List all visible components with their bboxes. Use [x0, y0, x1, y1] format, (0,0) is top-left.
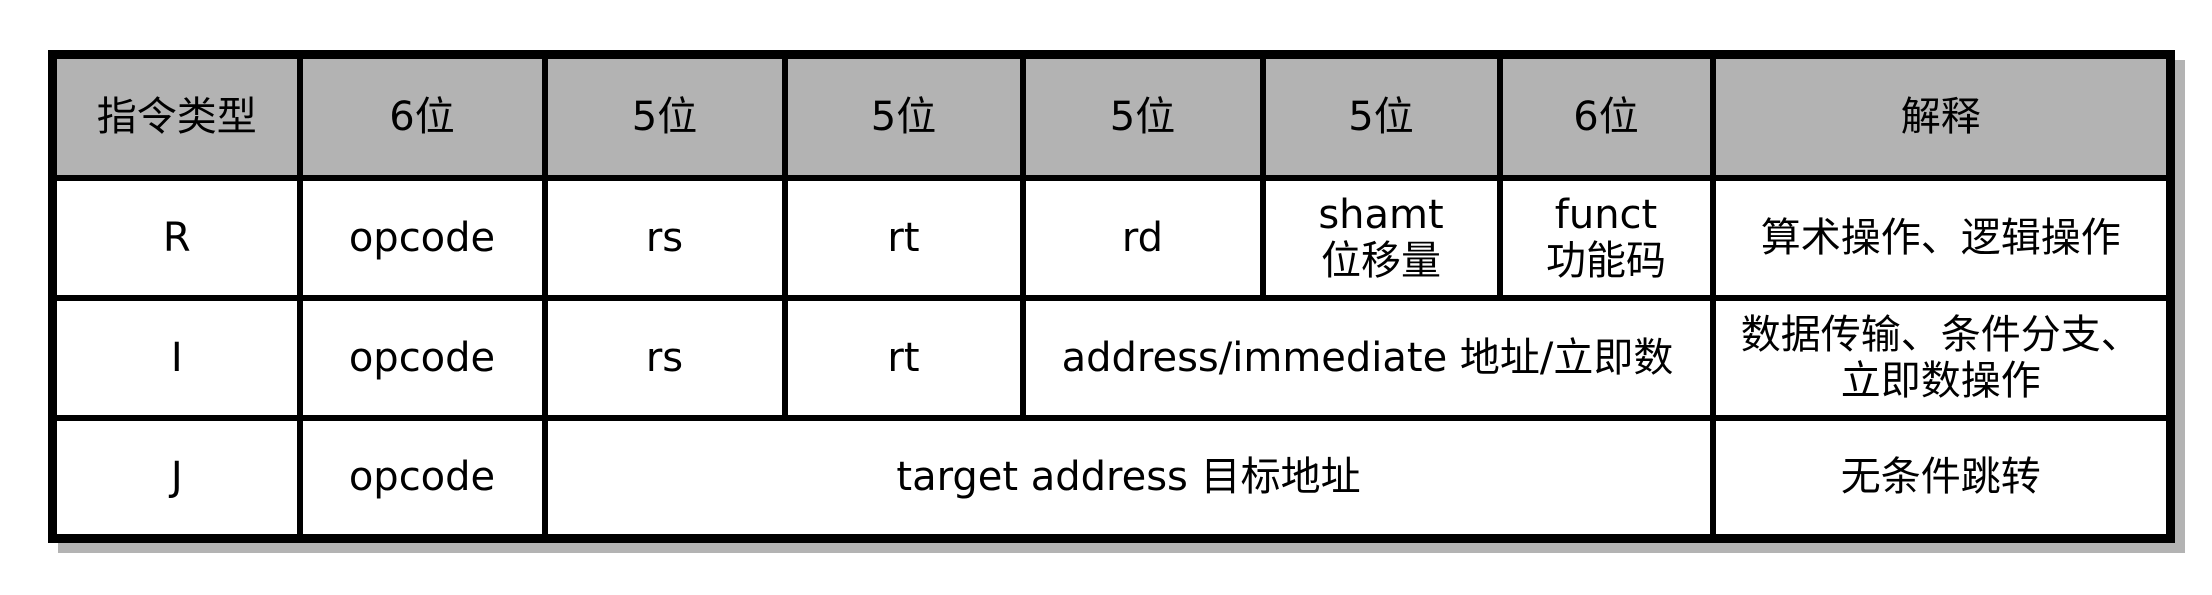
- shamt-label-zh: 位移量: [1321, 238, 1441, 284]
- header-cell-5bit-rt: 5位: [781, 51, 1026, 181]
- header-cell-instruction-type: 指令类型: [49, 51, 303, 181]
- cell-r-shamt: shamt 位移量: [1259, 175, 1503, 301]
- row-j-type: J opcode target address 目标地址 无条件跳转: [49, 415, 2174, 541]
- cell-j-explanation: 无条件跳转: [1709, 415, 2174, 541]
- cell-j-opcode: opcode: [296, 415, 548, 541]
- cell-j-target-address: target address 目标地址: [541, 415, 1716, 541]
- row-r-type: R opcode rs rt rd shamt 位移量 funct 功能码 算术…: [49, 175, 2174, 301]
- cell-r-explanation: 算术操作、逻辑操作: [1709, 175, 2174, 301]
- cell-r-opcode: opcode: [296, 175, 548, 301]
- header-cell-6bit-funct: 6位: [1496, 51, 1716, 181]
- cell-i-explanation: 数据传输、条件分支、 立即数操作: [1709, 295, 2174, 421]
- funct-label-zh: 功能码: [1546, 238, 1666, 284]
- header-cell-5bit-shamt: 5位: [1259, 51, 1503, 181]
- instruction-format-table: 指令类型 6位 5位 5位 5位 5位 6位 解释 R opcode rs rt…: [48, 50, 2175, 543]
- cell-i-address-immediate: address/immediate 地址/立即数: [1019, 295, 1716, 421]
- cell-i-rs: rs: [541, 295, 788, 421]
- cell-i-rt: rt: [781, 295, 1026, 421]
- cell-r-funct: funct 功能码: [1496, 175, 1716, 301]
- cell-r-rt: rt: [781, 175, 1026, 301]
- i-explanation-line1: 数据传输、条件分支、: [1740, 312, 2141, 358]
- header-cell-5bit-rs: 5位: [541, 51, 788, 181]
- header-row: 指令类型 6位 5位 5位 5位 5位 6位 解释: [49, 51, 2174, 181]
- i-explanation-line2: 立即数操作: [1840, 358, 2041, 404]
- header-cell-6bit-opcode: 6位: [296, 51, 548, 181]
- header-cell-explanation: 解释: [1709, 51, 2174, 181]
- row-i-type: I opcode rs rt address/immediate 地址/立即数 …: [49, 295, 2174, 421]
- cell-i-type: I: [49, 295, 303, 421]
- cell-i-opcode: opcode: [296, 295, 548, 421]
- cell-r-type: R: [49, 175, 303, 301]
- shamt-label-en: shamt: [1318, 192, 1444, 238]
- cell-r-rs: rs: [541, 175, 788, 301]
- cell-r-rd: rd: [1019, 175, 1266, 301]
- funct-label-en: funct: [1554, 192, 1658, 238]
- header-cell-5bit-rd: 5位: [1019, 51, 1266, 181]
- cell-j-type: J: [49, 415, 303, 541]
